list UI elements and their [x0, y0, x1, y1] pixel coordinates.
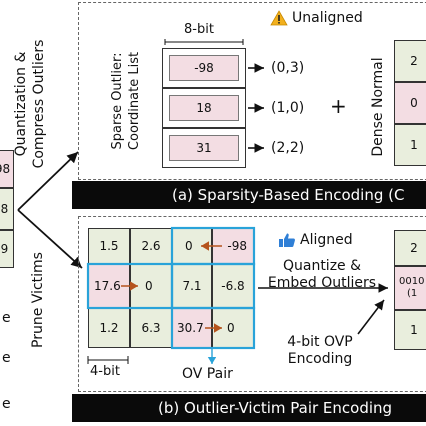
aligned-badge: Aligned: [278, 230, 353, 250]
panel-a-frame: [78, 2, 426, 180]
panel-b-caption-text: (b) Outlier-Victim Pair Encoding: [158, 399, 393, 417]
aligned-label: Aligned: [300, 232, 353, 248]
left-cell: .8: [0, 188, 14, 230]
encoded-cell: 1: [394, 310, 426, 350]
coordinate-entry: 31: [162, 128, 246, 168]
panel-b-caption: (b) Outlier-Victim Pair Encoding: [72, 394, 426, 422]
quantize-line2: Embed Outliers: [267, 275, 377, 291]
encoding-label: 4-bit OVP Encoding: [272, 334, 368, 368]
encoded-partial: (1: [407, 288, 418, 299]
outlier-value: 18: [169, 95, 239, 121]
bit-width-label-4bit: 4-bit: [90, 364, 120, 379]
encoding-line2: Encoding: [287, 351, 353, 367]
outlier-value: 31: [169, 135, 239, 161]
grid-cell: -6.8: [212, 264, 254, 308]
unaligned-label: Unaligned: [292, 10, 363, 26]
dense-cell: 0: [394, 82, 426, 124]
bit-width-label-8bit: 8-bit: [184, 22, 214, 37]
dense-cell: 2: [394, 40, 426, 82]
grid-cell: 1.5: [88, 228, 130, 264]
thumbs-up-icon: [279, 233, 295, 247]
encoding-line1: 4-bit OVP: [287, 334, 353, 350]
quantize-line1: Quantize &: [282, 258, 362, 274]
grid-cell: 1.2: [88, 308, 130, 348]
arrow-to-panel-b: [17, 209, 83, 269]
panel-b-frame: [78, 216, 426, 392]
unaligned-badge: Unaligned: [270, 8, 363, 28]
stub-letter: e: [2, 310, 11, 326]
ov-pair-box: [170, 306, 256, 350]
coordinate-label: (1,0): [271, 100, 305, 116]
bit-width-bracket: [164, 39, 244, 45]
encoded-cell: 2: [394, 230, 426, 266]
plus-sign: +: [330, 94, 347, 118]
coordinate-label: (2,2): [271, 140, 305, 156]
ov-pair-box: [170, 262, 256, 310]
quantize-embed-label: Quantize & Embed Outliers: [256, 258, 388, 292]
warning-icon: [270, 10, 288, 26]
encoded-cell: 0010 (1: [394, 266, 426, 310]
stub-letter: e: [2, 396, 11, 412]
left-cell: 98: [0, 150, 14, 188]
stub-letter: e: [2, 350, 11, 366]
panel-a-caption: (a) Sparsity-Based Encoding (C: [72, 181, 426, 209]
encoded-bits: 0010: [399, 276, 425, 287]
grid-cell: 2.6: [130, 228, 172, 264]
coordinate-label: (0,3): [271, 60, 305, 76]
arrow-to-panel-a: [17, 151, 79, 211]
panel-a-caption-text: (a) Sparsity-Based Encoding (C: [172, 186, 405, 204]
dense-cell: 1: [394, 124, 426, 166]
left-cell: .9: [0, 230, 14, 268]
coordinate-entry: -98: [162, 48, 246, 88]
outlier-value: -98: [169, 55, 239, 81]
ov-pair-label: OV Pair: [182, 366, 233, 382]
coordinate-entry: 18: [162, 88, 246, 128]
